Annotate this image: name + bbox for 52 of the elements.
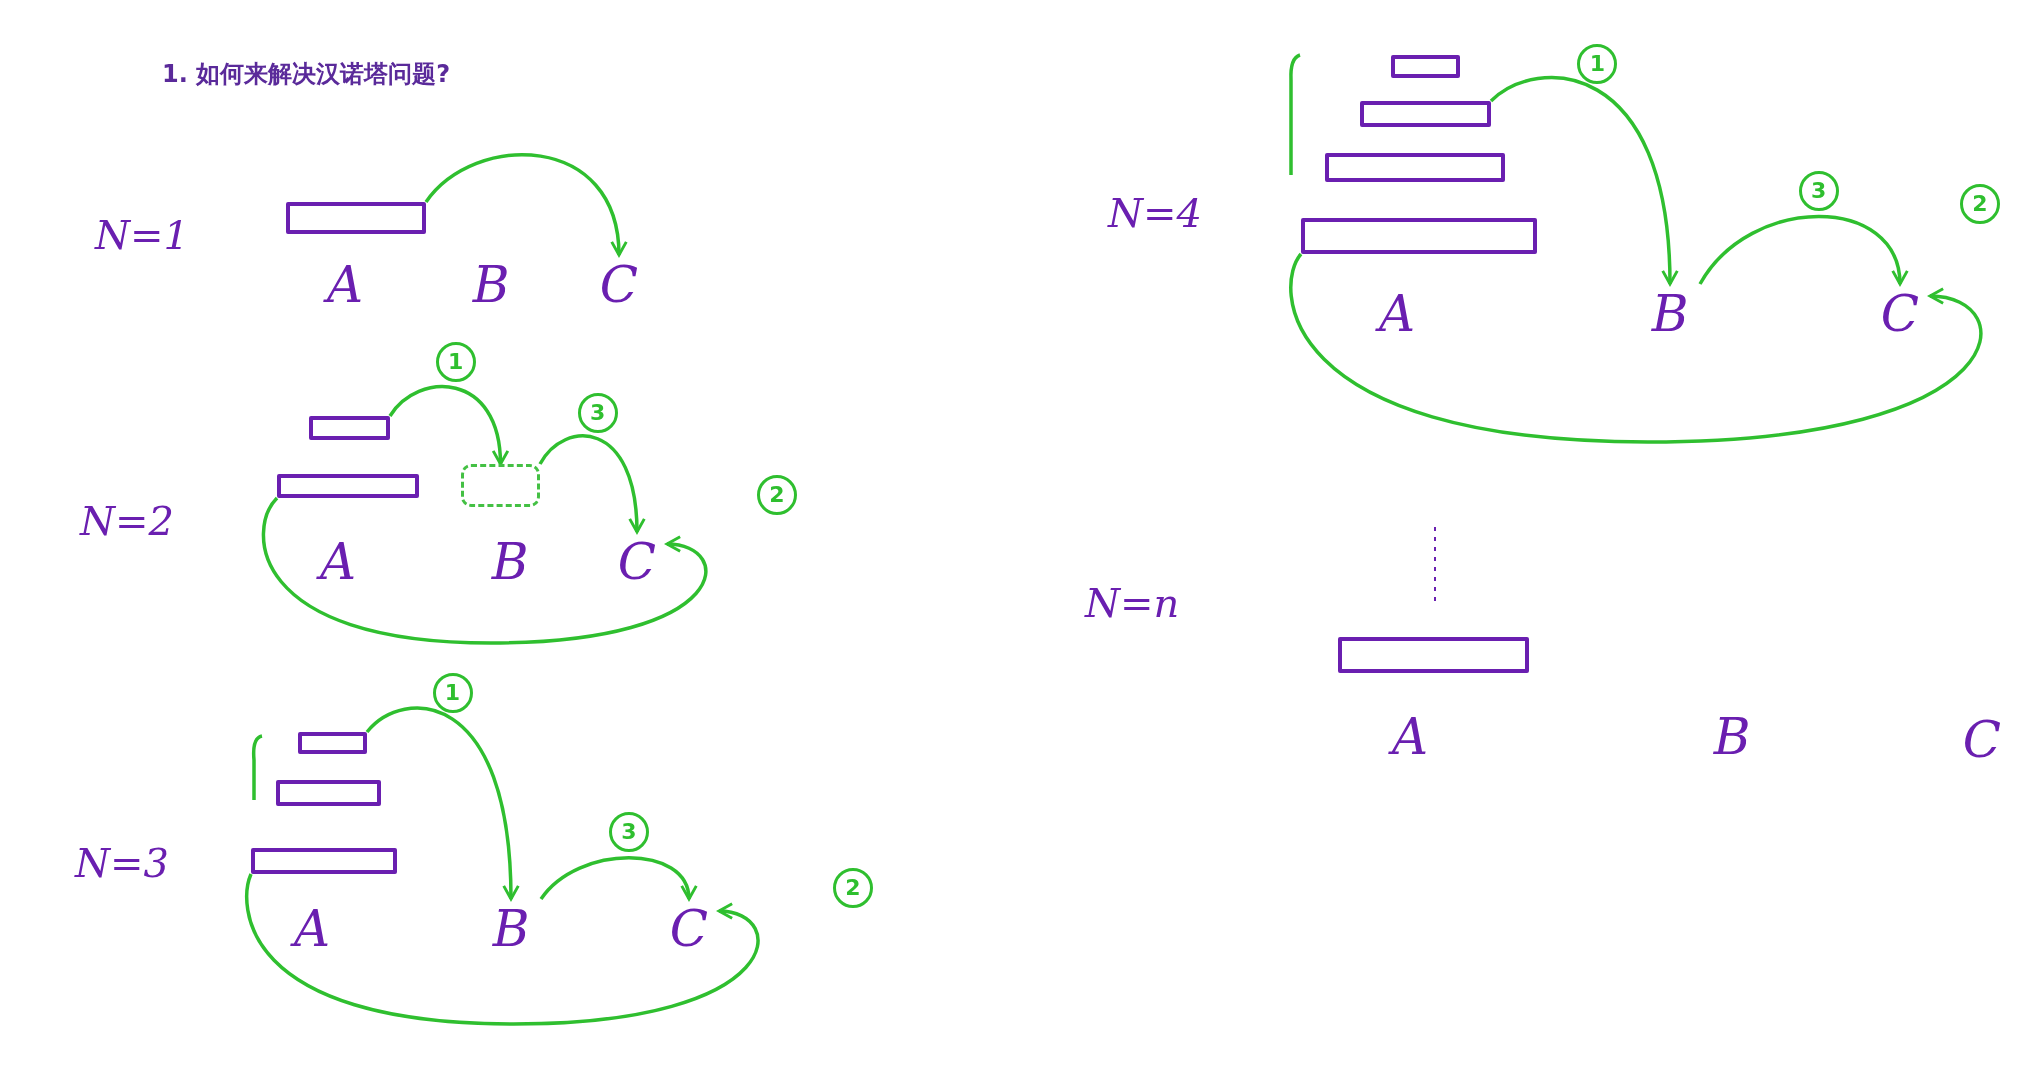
disk-bar xyxy=(1391,55,1460,78)
arrow xyxy=(261,496,708,645)
peg-letter: A xyxy=(282,899,342,967)
step-number: 3 xyxy=(1798,170,1839,211)
disk-bar xyxy=(1301,218,1537,254)
disk-bar xyxy=(309,416,390,440)
peg-letter: B xyxy=(1640,284,1700,352)
peg-letter: B xyxy=(461,255,521,323)
peg-letter: C xyxy=(659,899,719,967)
title: 1. 如何来解决汉诺塔问题? xyxy=(162,59,451,90)
disk-bar xyxy=(276,780,381,806)
step-number: 2 xyxy=(833,868,873,908)
peg-letter: A xyxy=(308,532,368,600)
panel-label: N=1 xyxy=(95,212,189,258)
dashed-placeholder xyxy=(461,464,540,507)
panel-label: N=2 xyxy=(80,498,174,544)
peg-letter: B xyxy=(481,899,541,967)
step-number: 3 xyxy=(608,811,649,852)
disk-bar xyxy=(1360,101,1491,127)
peg-letter: A xyxy=(1380,707,1440,775)
peg-letter: A xyxy=(1367,284,1427,352)
arrow xyxy=(1698,214,1907,286)
arrow xyxy=(1289,253,1982,444)
disk-bar xyxy=(286,202,426,234)
step-number: 2 xyxy=(1960,184,2000,224)
disk-bar xyxy=(277,474,419,498)
arrow xyxy=(365,706,520,901)
disk-bar xyxy=(1338,637,1529,673)
arrow xyxy=(424,153,627,257)
arrow xyxy=(538,434,645,534)
peg-letter: B xyxy=(1702,707,1762,775)
arrow xyxy=(245,873,760,1026)
step-number: 1 xyxy=(1577,44,1618,85)
step-number: 3 xyxy=(577,392,618,433)
step-number: 1 xyxy=(432,673,473,714)
peg-letter: C xyxy=(607,532,667,600)
peg-letter: C xyxy=(1952,710,2012,778)
peg-letter: B xyxy=(480,532,540,600)
arrow xyxy=(1489,76,1679,286)
disk-bar xyxy=(298,732,367,754)
panel-label: N=4 xyxy=(1108,190,1202,236)
panel-label: N=n xyxy=(1085,580,1180,626)
peg-letter: C xyxy=(589,255,649,323)
disk-bar xyxy=(1325,153,1505,182)
disk-bar xyxy=(251,848,397,874)
arrow xyxy=(388,384,509,466)
peg-letter: C xyxy=(1870,284,1930,352)
step-number: 2 xyxy=(757,475,797,515)
arrow xyxy=(539,856,696,901)
step-number: 1 xyxy=(435,342,476,383)
panel-label: N=3 xyxy=(75,840,169,886)
peg-letter: A xyxy=(315,255,375,323)
